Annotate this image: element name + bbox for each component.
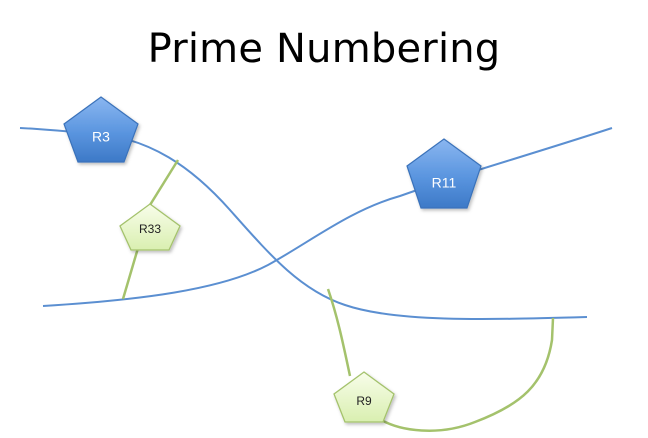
node-label-r33: R33 — [139, 222, 161, 236]
link-r9-lower-loop — [377, 317, 555, 432]
link-r9-upper — [326, 288, 352, 377]
router-node-r9[interactable]: R9 — [333, 371, 395, 423]
link-r33-lower — [121, 247, 140, 300]
node-label-r11: R11 — [432, 175, 457, 191]
node-label-r9: R9 — [356, 394, 372, 408]
link-left-to-r11-s-curve — [42, 127, 613, 307]
router-node-r11[interactable]: R11 — [406, 138, 482, 209]
slide-title: Prime Numbering — [147, 26, 501, 72]
link-r33-upper — [148, 159, 180, 206]
router-node-r3[interactable]: R3 — [63, 96, 139, 163]
node-label-r3: R3 — [92, 129, 110, 145]
router-node-r33[interactable]: R33 — [119, 203, 181, 251]
